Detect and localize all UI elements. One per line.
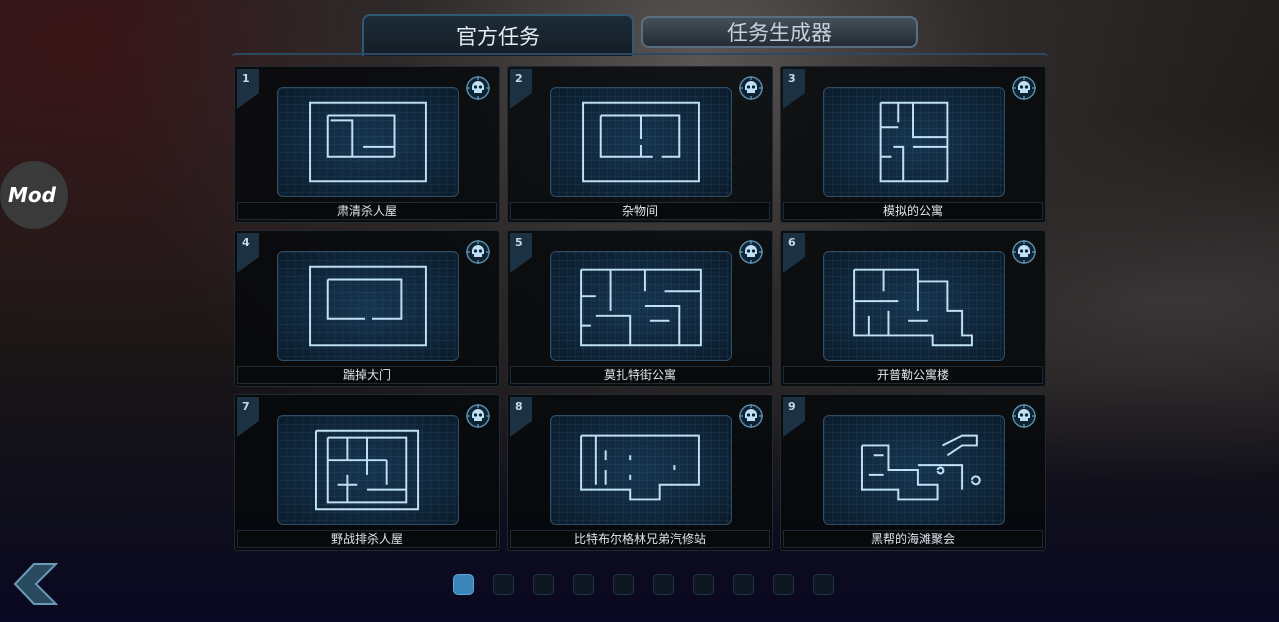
skull-target-icon	[1011, 239, 1037, 265]
floor-plan-preview	[823, 415, 1005, 525]
page-dot[interactable]	[453, 574, 474, 595]
mission-number: 8	[510, 397, 532, 437]
mod-button[interactable]: Mod	[0, 161, 68, 229]
mission-number: 1	[237, 69, 259, 109]
mission-name: 开普勒公寓楼	[783, 366, 1043, 384]
page-dot[interactable]	[693, 574, 714, 595]
skull-target-icon	[465, 403, 491, 429]
pagination	[453, 574, 834, 595]
mission-card[interactable]: 1 肃清杀人屋	[234, 66, 500, 223]
mission-name: 肃清杀人屋	[237, 202, 497, 220]
mission-card[interactable]: 2 杂物间	[507, 66, 773, 223]
skull-target-icon	[465, 75, 491, 101]
floor-plan-preview	[277, 251, 459, 361]
page-dot[interactable]	[733, 574, 754, 595]
mission-card[interactable]: 6 开普勒公寓楼	[780, 230, 1046, 387]
floor-plan-preview	[277, 87, 459, 197]
mission-card[interactable]: 5 莫扎特街公寓	[507, 230, 773, 387]
mission-card[interactable]: 4 踹掉大门	[234, 230, 500, 387]
mission-card[interactable]: 8 比特布尔格林兄弟汽修站	[507, 394, 773, 551]
panel-border	[232, 53, 1048, 57]
mission-name: 模拟的公寓	[783, 202, 1043, 220]
mission-name: 黑帮的海滩聚会	[783, 530, 1043, 548]
mission-card[interactable]: 3 模拟的公寓	[780, 66, 1046, 223]
mission-number: 6	[783, 233, 805, 273]
skull-target-icon	[1011, 75, 1037, 101]
skull-target-icon	[738, 239, 764, 265]
skull-target-icon	[738, 75, 764, 101]
mission-number: 2	[510, 69, 532, 109]
back-chevron-icon[interactable]	[14, 563, 58, 605]
page-dot[interactable]	[493, 574, 514, 595]
floor-plan-preview	[277, 415, 459, 525]
page-dot[interactable]	[653, 574, 674, 595]
floor-plan-preview	[823, 87, 1005, 197]
mission-card[interactable]: 7 野战排杀人屋	[234, 394, 500, 551]
mission-name: 踹掉大门	[237, 366, 497, 384]
mission-name: 莫扎特街公寓	[510, 366, 770, 384]
floor-plan-preview	[550, 251, 732, 361]
floor-plan-preview	[823, 251, 1005, 361]
mission-number: 9	[783, 397, 805, 437]
page-dot[interactable]	[813, 574, 834, 595]
mission-card[interactable]: 9 黑帮的海滩聚会	[780, 394, 1046, 551]
mission-number: 4	[237, 233, 259, 273]
floor-plan-preview	[550, 415, 732, 525]
mission-name: 杂物间	[510, 202, 770, 220]
page-dot[interactable]	[613, 574, 634, 595]
floor-plan-preview	[550, 87, 732, 197]
page-dot[interactable]	[773, 574, 794, 595]
mission-number: 3	[783, 69, 805, 109]
mission-number: 7	[237, 397, 259, 437]
tab-mission-generator[interactable]: 任务生成器	[641, 16, 918, 48]
skull-target-icon	[738, 403, 764, 429]
mission-name: 野战排杀人屋	[237, 530, 497, 548]
page-dot[interactable]	[573, 574, 594, 595]
mission-number: 5	[510, 233, 532, 273]
skull-target-icon	[465, 239, 491, 265]
tab-official-missions[interactable]: 官方任务	[362, 14, 634, 56]
skull-target-icon	[1011, 403, 1037, 429]
mission-name: 比特布尔格林兄弟汽修站	[510, 530, 770, 548]
page-dot[interactable]	[533, 574, 554, 595]
